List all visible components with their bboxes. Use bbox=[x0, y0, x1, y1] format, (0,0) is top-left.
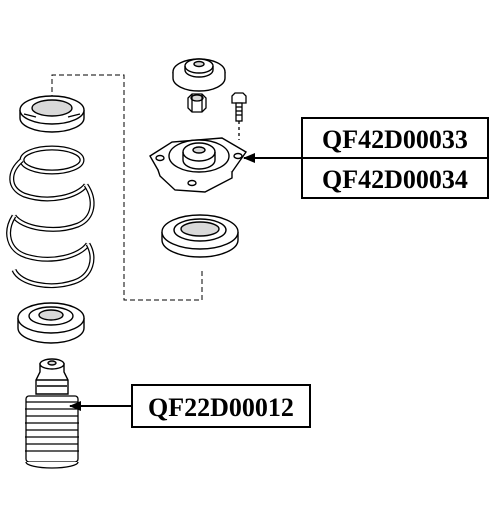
bump-stop bbox=[35, 358, 69, 395]
upper-part-number-1: QF42D00033 bbox=[322, 125, 468, 154]
lower-label-box bbox=[131, 384, 311, 428]
upper-part-number-2: QF42D00034 bbox=[322, 165, 468, 194]
upper-part-label: QF42D00033 QF42D00034 bbox=[301, 117, 489, 199]
lower-part-label: QF22D00012 bbox=[131, 384, 311, 428]
mount-nut bbox=[187, 93, 207, 113]
strut-top-mount bbox=[149, 137, 248, 193]
mount-bolt bbox=[231, 92, 247, 140]
assembly-guide-lines bbox=[51, 74, 203, 301]
top-dust-cap bbox=[172, 58, 226, 92]
upper-spring-insulator bbox=[19, 95, 85, 133]
lower-spring-insulator bbox=[17, 302, 85, 344]
lower-part-number: QF22D00012 bbox=[148, 393, 294, 422]
strut-bearing bbox=[161, 214, 239, 258]
dust-boot bbox=[25, 395, 79, 469]
coil-spring bbox=[6, 145, 95, 289]
